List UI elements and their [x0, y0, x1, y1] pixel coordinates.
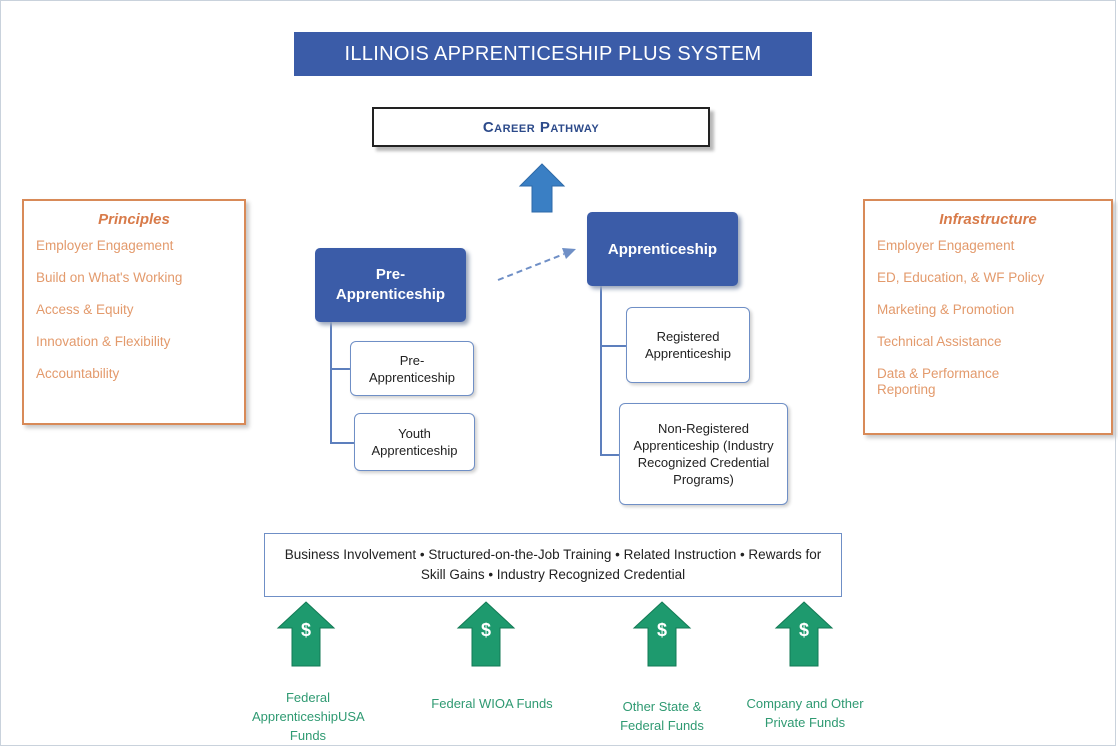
non-registered-apprenticeship-subtype: Non-Registered Apprenticeship (Industry …	[619, 403, 788, 505]
tree-connector	[600, 345, 626, 347]
non-registered-apprenticeship-label: Non-Registered Apprenticeship (Industry …	[633, 421, 774, 487]
tree-connector	[330, 442, 354, 444]
infrastructure-item: Marketing & Promotion	[877, 302, 1015, 317]
funding-arrow-4: $	[774, 600, 834, 670]
tree-connector	[330, 322, 332, 444]
dollar-sign: $	[798, 620, 809, 640]
principle-item: Build on What's Working	[36, 270, 183, 285]
pre-apprenticeship-subtype: Pre-Apprenticeship	[350, 341, 474, 396]
tree-connector	[330, 368, 350, 370]
registered-apprenticeship-subtype: Registered Apprenticeship	[626, 307, 750, 383]
funding-source-label: Other State & Federal Funds	[620, 699, 704, 733]
infrastructure-title: Infrastructure	[939, 211, 1037, 228]
dashed-progression-arrow-icon	[497, 248, 576, 281]
apprenticeship-label: Apprenticeship	[607, 240, 718, 258]
infrastructure-panel: Infrastructure Employer Engagement ED, E…	[863, 199, 1113, 435]
dollar-arrow-icon	[456, 601, 516, 667]
principle-item: Employer Engagement	[36, 238, 174, 253]
youth-apprenticeship-subtype: Youth Apprenticeship	[354, 413, 475, 471]
funding-arrow-1: $	[276, 600, 336, 670]
diagram-title: ILLINOIS APPRENTICESHIP PLUS SYSTEM	[294, 32, 812, 76]
principles-title: Principles	[98, 211, 170, 228]
apprenticeship-node: Apprenticeship	[587, 212, 738, 286]
dollar-arrow-icon	[632, 601, 692, 667]
pre-apprenticeship-label: Pre-Apprenticeship	[335, 266, 446, 303]
dollar-arrow-icon	[774, 601, 834, 667]
principle-item: Access & Equity	[36, 302, 134, 317]
infrastructure-item: ED, Education, & WF Policy	[877, 270, 1045, 285]
dollar-arrow-icon	[276, 601, 336, 667]
tree-connector	[600, 286, 602, 456]
funding-source-label: Company and Other Private Funds	[746, 696, 864, 730]
funding-arrow-2: $	[456, 600, 516, 670]
diagram-title-text: ILLINOIS APPRENTICESHIP PLUS SYSTEM	[344, 42, 762, 65]
infrastructure-item: Data & Performance Reporting	[877, 366, 1000, 397]
core-components-text: Business Involvement • Structured-on-the…	[284, 547, 822, 582]
up-arrow-icon	[518, 163, 566, 213]
dollar-sign: $	[300, 620, 311, 640]
dollar-sign: $	[656, 620, 667, 640]
principle-item: Innovation & Flexibility	[36, 334, 171, 349]
principles-panel: Principles Employer Engagement Build on …	[22, 199, 246, 425]
dollar-sign: $	[480, 620, 491, 640]
tree-connector	[600, 454, 619, 456]
pre-apprenticeship-subtype-label: Pre-Apprenticeship	[369, 352, 455, 385]
registered-apprenticeship-label: Registered Apprenticeship	[645, 329, 731, 361]
funding-source-label: Federal ApprenticeshipUSA Funds	[252, 690, 365, 743]
core-components-box: Business Involvement • Structured-on-the…	[264, 533, 842, 597]
infrastructure-item: Employer Engagement	[877, 238, 1015, 253]
youth-apprenticeship-label: Youth Apprenticeship	[371, 426, 458, 458]
pre-apprenticeship-node: Pre-Apprenticeship	[315, 248, 466, 322]
career-pathway-box: Career Pathway	[372, 107, 710, 147]
career-pathway-label: Career Pathway	[482, 118, 600, 136]
funding-arrow-3: $	[632, 600, 692, 670]
infrastructure-item: Technical Assistance	[877, 334, 1002, 349]
funding-source-label: Federal WIOA Funds	[431, 696, 553, 711]
principle-item: Accountability	[36, 366, 120, 381]
